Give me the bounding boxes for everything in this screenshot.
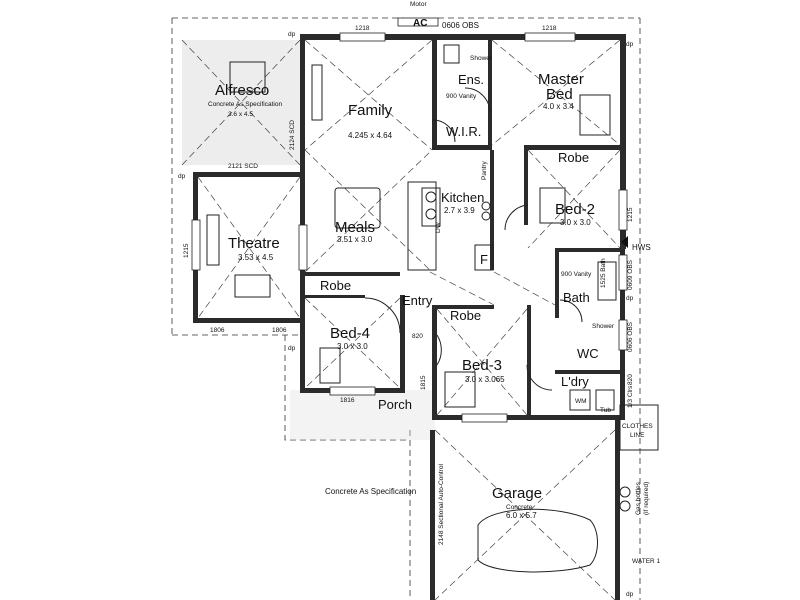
dim-2121: 2121 SCD [228,163,258,170]
porch-slab [290,390,435,440]
motor-label: Motor [410,1,427,8]
bed4-size: 3.0 x 3.0 [337,342,368,351]
pantry-label: Pantry [481,160,488,180]
bed2-title: Bed-2 [555,201,595,218]
dim-1-3: 1/3 Clrs [627,385,634,408]
bed3-size: 3.0 x 3.065 [465,375,505,384]
gas-bottles-label-2: (if required) [643,482,650,515]
bath-vanity-label: 900 Vanity [561,271,592,278]
bath-title: Bath [563,290,590,305]
bed2-size: 3.0 x 3.0 [560,218,591,227]
kitchen-size: 2.7 x 3.9 [444,206,475,215]
dim-2124: 2124 SCD [289,120,296,150]
alfresco-note: Concrete As Specification [208,101,282,108]
dim-1218a: 1218 [355,25,370,32]
walls [193,34,626,600]
wir-title: W.I.R. [446,124,481,139]
theatre-size: 3.53 x 4.5 [238,253,274,262]
clothes-line-label: CLOTHES [622,423,653,430]
garage-note: Concrete [506,504,533,511]
hws-label: HWS [632,243,651,252]
dp-label-5: dp [626,295,634,302]
robe-mid-title: Robe [450,308,481,323]
setback-lines [171,17,641,600]
wm-label: WM [575,398,587,405]
bath-tub-label: 1525 Bath [600,258,607,288]
master-size: 4.0 x 3.4 [543,102,574,111]
bath-shower-label: Shower [592,323,615,330]
dim-1215b: 1215 [627,207,634,222]
dim-1806a: 1806 [210,327,225,334]
cooktop-icon [421,187,491,227]
robe-left-title: Robe [320,278,351,293]
garage-size: 6.0 x 5.7 [506,511,537,520]
kitchen-title: Kitchen [441,190,484,205]
wc-title: WC [577,346,599,361]
dim-1215a: 1215 [183,243,190,258]
dp-label-2: dp [626,41,634,48]
dp-label-4: dp [288,345,296,352]
tub-label: Tub [600,407,611,414]
dw-label: DW [435,221,442,233]
alfresco-size: 3.6 x 4.5 [228,111,253,118]
room-diagonals [197,39,621,600]
windows [191,17,628,423]
furniture [206,44,659,573]
dim-820b: 820 [627,374,634,385]
family-title: Family [348,102,393,119]
bed4-title: Bed-4 [330,325,370,342]
dp-label-1: dp [288,31,296,38]
porch-title: Porch [378,397,412,412]
hws-icon [621,236,628,248]
master-title-2: Bed [546,86,573,103]
alfresco-area [181,39,301,166]
theatre-title: Theatre [228,235,280,252]
fridge-label: F [480,252,488,267]
bed3-title: Bed-3 [462,357,502,374]
alfresco-title: Alfresco [215,82,269,99]
dim-1816: 1816 [340,397,355,404]
ens-title: Ens. [458,72,484,87]
garage-title: Garage [492,485,542,502]
meals-title: Meals [335,219,375,236]
vanity-label: 900 Vanity [446,93,477,100]
meals-size: 3.51 x 3.0 [337,235,373,244]
water-label: WATER 1 [632,558,661,565]
dp-label-6: dp [626,591,634,598]
ac-label: AC [413,18,427,29]
dim-820a: 820 [412,333,423,340]
clothes-line-label-2: LINE [630,432,645,439]
obs-top-label: 0606 OBS [442,21,479,30]
dim-0609: 0609 OBS [627,259,634,290]
dp-label-3: dp [178,173,186,180]
concrete-note: Concrete As Specification [325,487,416,496]
master-title: Master [538,71,584,88]
dim-1806b: 1806 [272,327,287,334]
gas-bottles-label: Gas bottles [635,481,642,515]
robe-top-title: Robe [558,150,589,165]
dim-1815: 1815 [420,375,427,390]
dim-1218b: 1218 [542,25,557,32]
dim-0606: 0606 OBS [627,321,634,352]
shower-label: Shower [470,55,493,62]
entry-title: Entry [402,293,433,308]
ldry-title: L'dry [561,374,589,389]
doors [364,87,583,391]
family-size: 4.245 x 4.64 [348,131,393,140]
dim-2148: 2148 Sectional Auto-Control [438,464,445,545]
